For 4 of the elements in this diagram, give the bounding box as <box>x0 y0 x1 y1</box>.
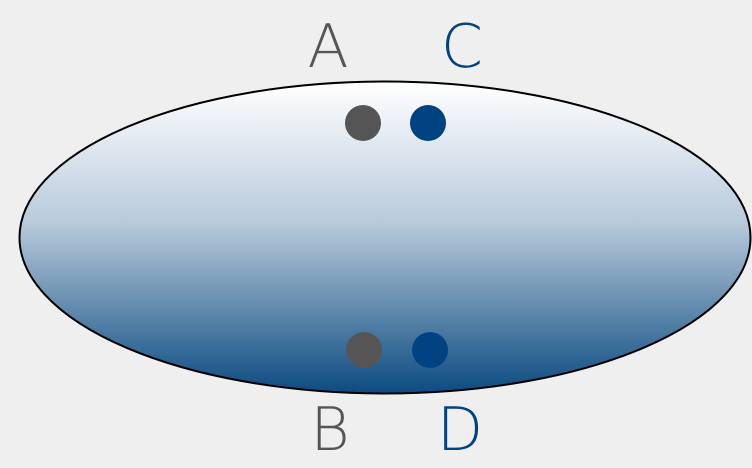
letter-label: C <box>441 17 483 77</box>
letter-label: A <box>307 17 349 77</box>
letter-label: B <box>310 400 350 460</box>
letter-label: D <box>436 400 484 460</box>
